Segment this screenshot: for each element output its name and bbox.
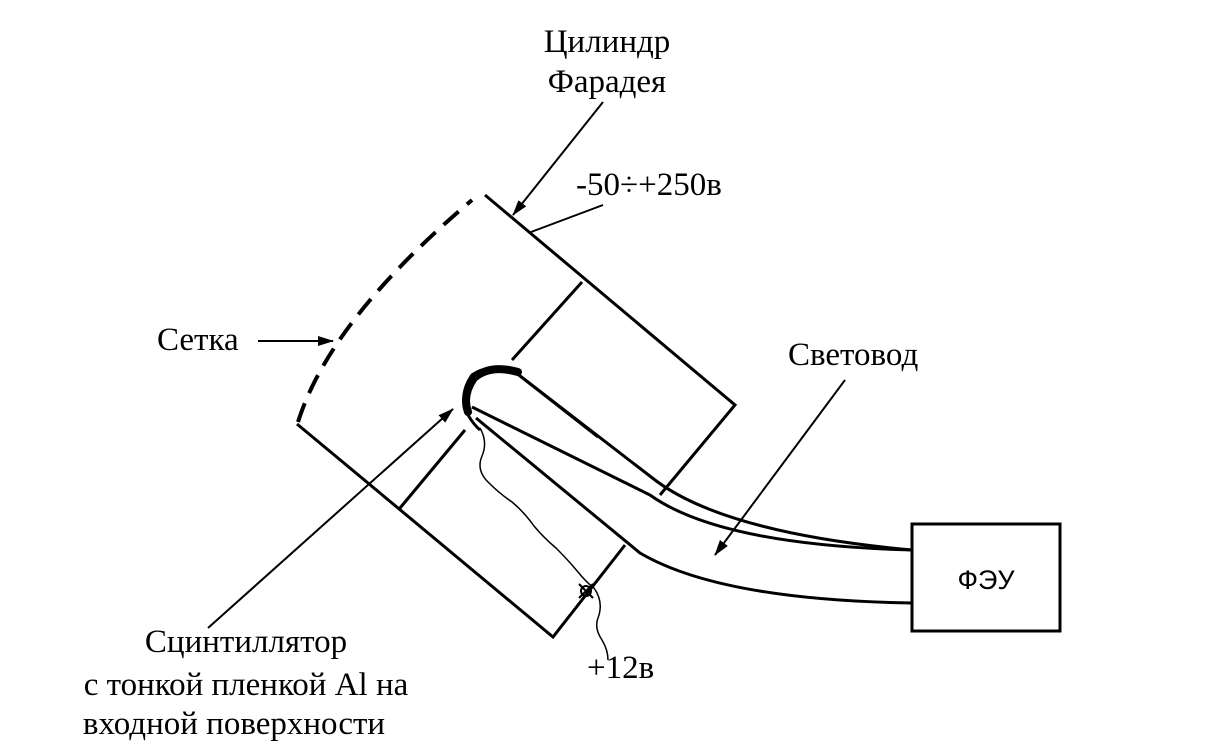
scintillator-label-line3: входной поверхности — [83, 706, 385, 742]
light-guide-arrow — [714, 379, 846, 556]
faraday-cup-label-line2: Фарадея — [548, 64, 666, 100]
voltage-cup-label: -50÷+250в — [576, 167, 722, 203]
voltage-cup-leader — [530, 204, 604, 233]
faraday-cup-outline — [484, 193, 738, 496]
light-guide-label: Световод — [788, 337, 918, 373]
faraday-cup-inner-lower — [398, 429, 467, 509]
scintillator-label-line1: Сцинтиллятор — [145, 624, 347, 660]
scintillator-wire — [479, 427, 609, 661]
light-guide-lower-edge — [475, 370, 913, 605]
faraday-cup-inner-upper — [510, 280, 584, 362]
scintillator-label-line2: с тонкой пленкой Al на — [84, 667, 409, 703]
light-guide-upper-edge — [471, 405, 913, 552]
pmt-label: ФЭУ — [957, 565, 1015, 595]
wire-connector-icon — [578, 583, 594, 599]
grid-label: Сетка — [157, 322, 239, 358]
voltage-scint-label: +12в — [587, 650, 654, 686]
faraday-cup-arrow — [512, 101, 604, 216]
faraday-cup-label-line1: Цилиндр — [544, 24, 671, 60]
light-guide-body — [514, 370, 913, 552]
grid-arc — [296, 198, 474, 423]
scintillator-arrow — [207, 408, 454, 629]
faraday-cup-bottom — [296, 422, 627, 640]
scintillator-al-film — [462, 365, 522, 416]
pmt-box — [910, 522, 1062, 633]
